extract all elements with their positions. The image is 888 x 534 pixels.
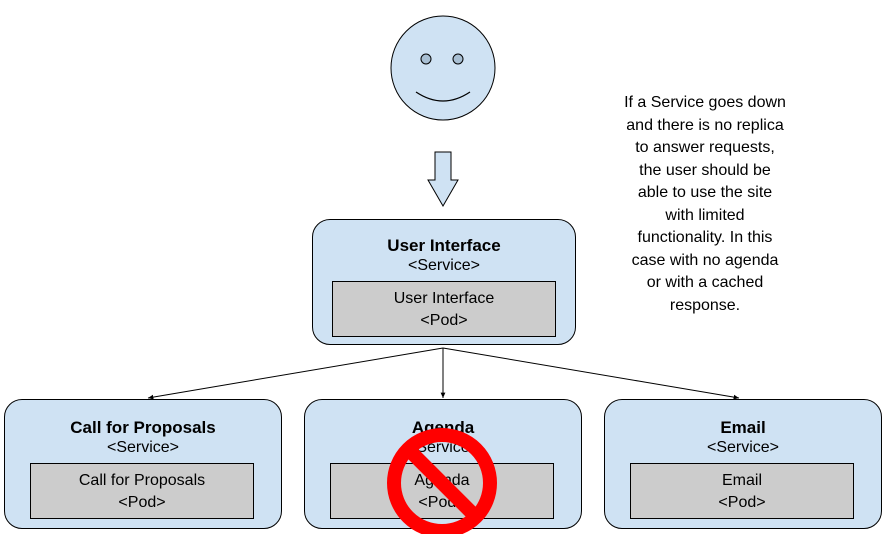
- note-line: response.: [669, 296, 741, 314]
- note-line: the user should be: [639, 161, 771, 179]
- note-line: to answer requests,: [635, 139, 775, 156]
- explanatory-note: If a Service goes down and there is no r…: [592, 92, 818, 317]
- note-line: or with a cached: [646, 274, 764, 291]
- note-line: and there is no replica: [626, 116, 784, 134]
- pod-name: User Interface: [393, 290, 495, 307]
- pod-user-interface: User Interface <Pod>: [332, 281, 556, 337]
- note-line: able to use the site: [637, 184, 773, 201]
- service-kind: <Service>: [706, 439, 780, 456]
- service-call-for-proposals: Call for Proposals <Service> Call for Pr…: [4, 399, 282, 529]
- service-user-interface: User Interface <Service> User Interface …: [312, 219, 576, 345]
- pod-kind: <Pod>: [420, 312, 468, 329]
- service-kind: <Service>: [407, 257, 481, 274]
- note-line: with limited: [665, 206, 745, 224]
- arrow-to-cfp: [147, 347, 444, 400]
- note-line: If a Service goes down: [624, 94, 786, 111]
- arrow-to-email: [442, 347, 740, 400]
- service-title: User Interface: [387, 236, 501, 255]
- pod-name: Call for Proposals: [78, 472, 206, 489]
- pod-kind: <Pod>: [718, 494, 766, 511]
- note-line: case with no agenda: [631, 251, 779, 269]
- service-title: Email: [720, 418, 766, 437]
- pod-email: Email <Pod>: [630, 463, 854, 519]
- note-line: functionality. In this: [637, 229, 773, 246]
- pod-name: Email: [721, 472, 762, 489]
- service-title: Call for Proposals: [70, 418, 216, 437]
- service-kind: <Service>: [106, 439, 180, 456]
- service-email: Email <Service> Email <Pod>: [604, 399, 882, 529]
- pod-call-for-proposals: Call for Proposals <Pod>: [30, 463, 254, 519]
- pod-kind: <Pod>: [118, 494, 166, 511]
